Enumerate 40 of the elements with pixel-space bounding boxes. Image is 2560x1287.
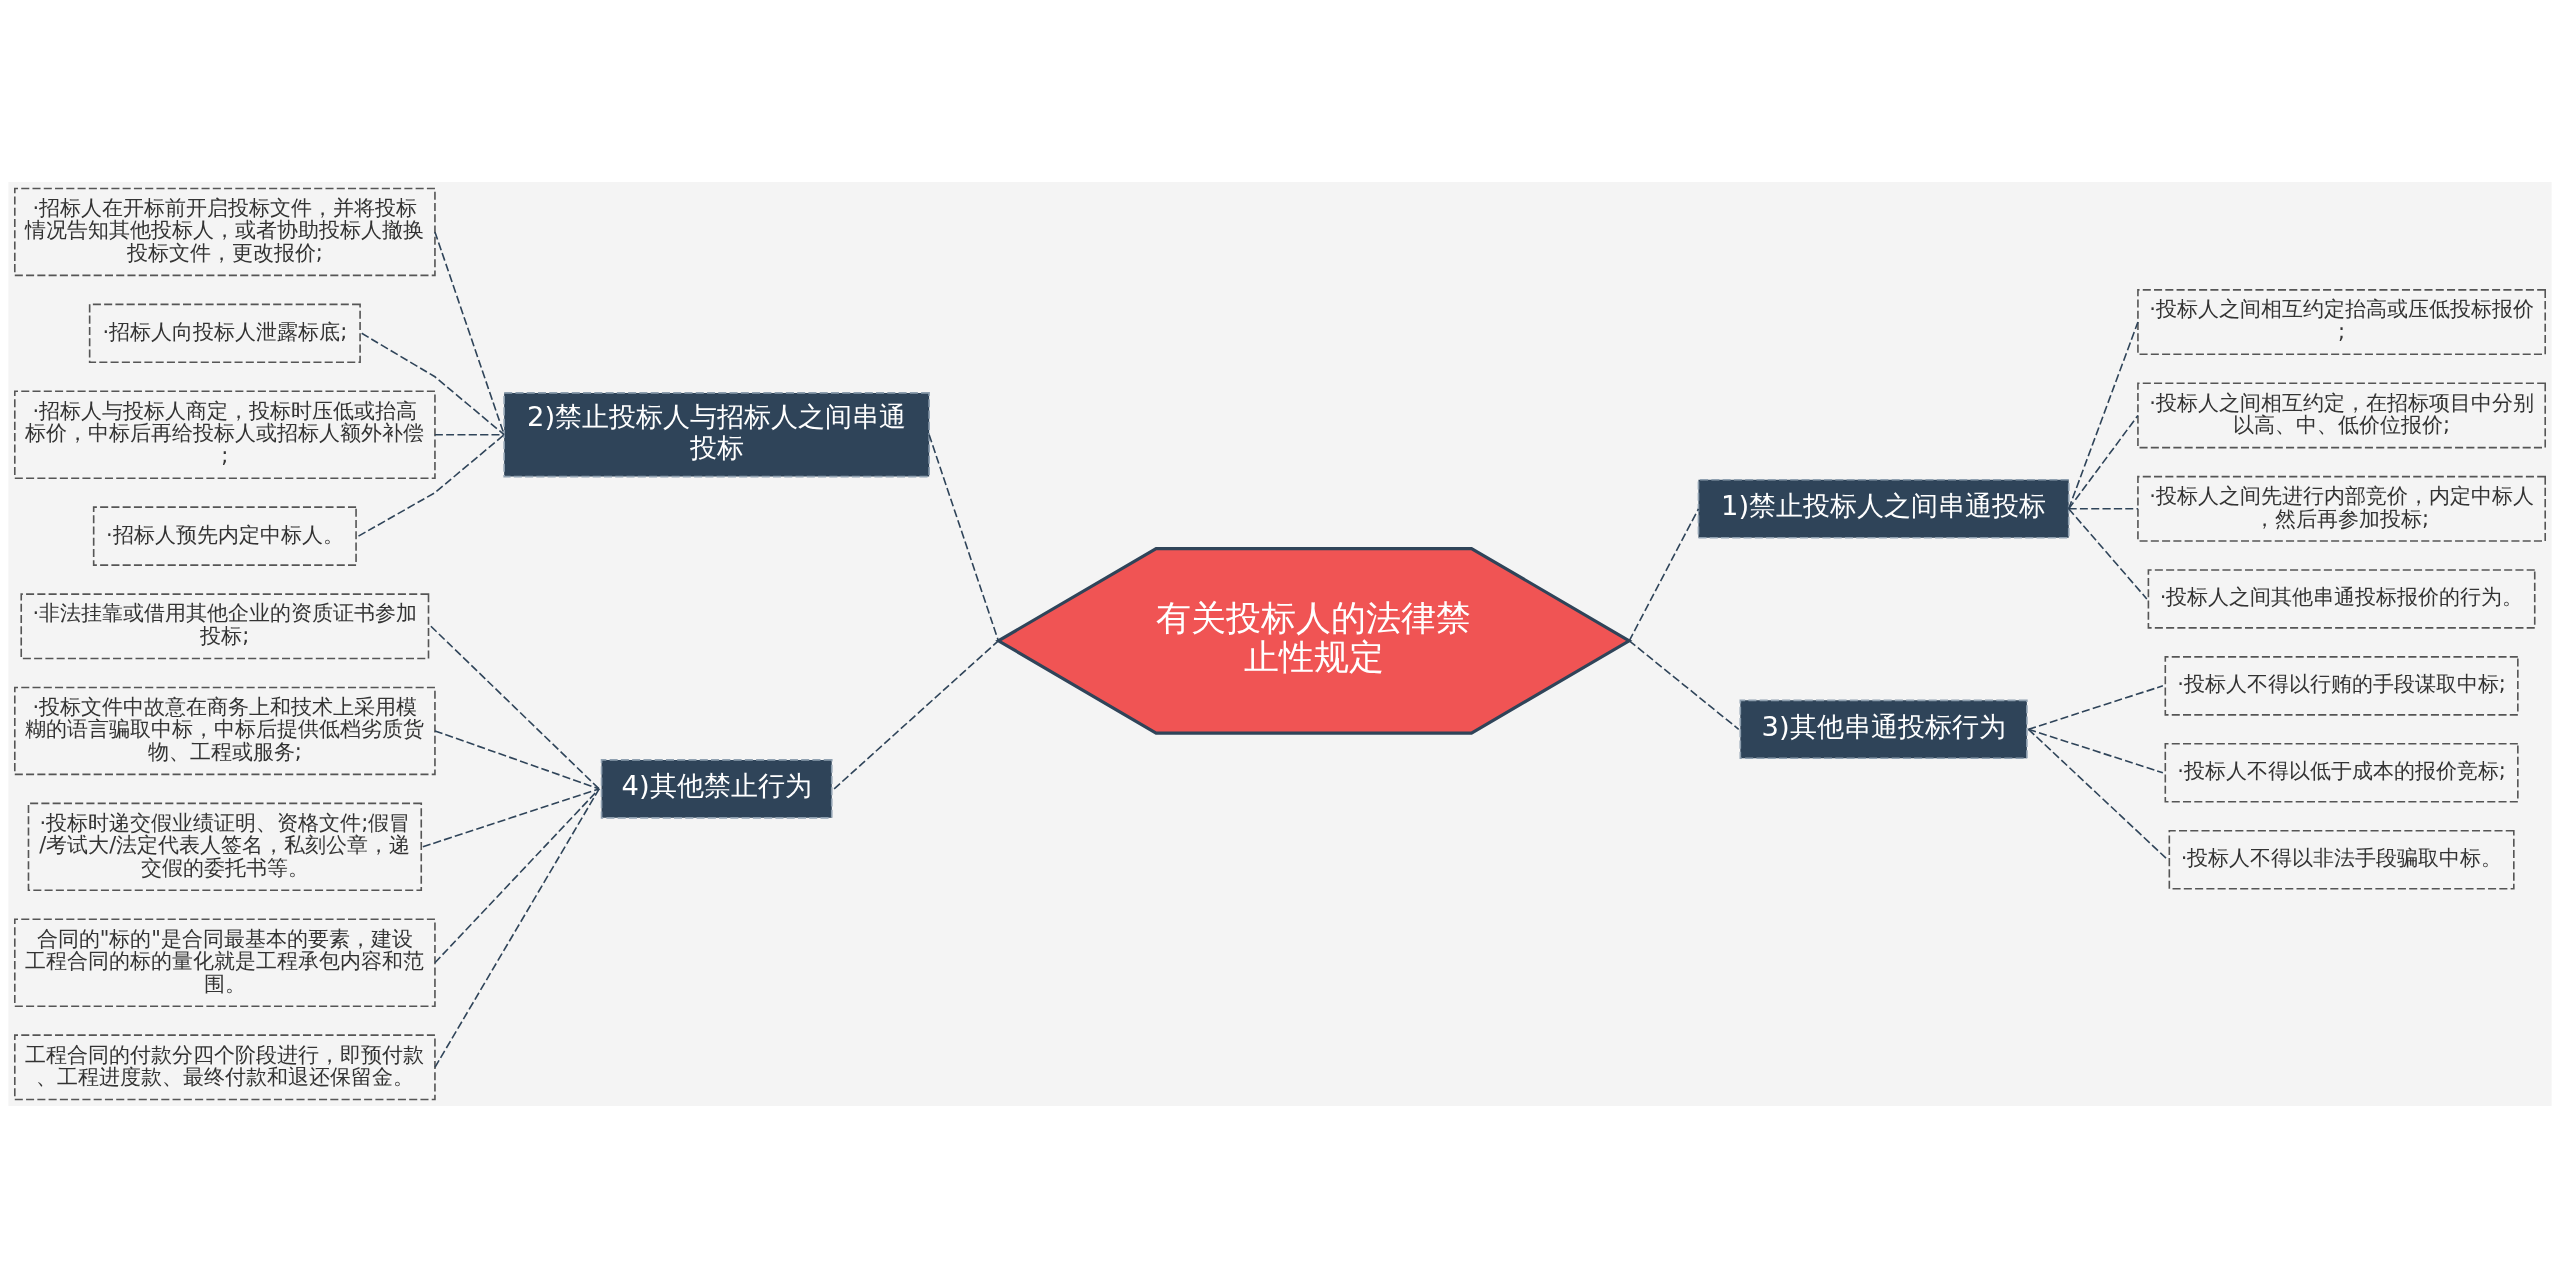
- node-box: ·非法挂靠或借用其他企业的资质证书参加投标;: [20, 592, 430, 659]
- node-box: ·投标人之间相互约定，在招标项目中分别以高、中、低价位报价;: [2137, 381, 2546, 448]
- node-box: ·投标时递交假业绩证明、资格文件;假冒/考试大/法定代表人签名，私刻公章，递交假的委托书等。: [27, 802, 423, 891]
- connector: [357, 433, 505, 537]
- connector: [434, 787, 600, 1068]
- node-box: 4)其他禁止行为: [600, 758, 833, 819]
- node-box: 2)禁止投标人与招标人之间串通投标: [503, 391, 930, 477]
- connector: [2027, 728, 2169, 860]
- connector: [434, 433, 505, 436]
- node-box: ·招标人在开标前开启投标文件，并将投标情况告知其他投标人，或者协助投标人撤换投标文件，更改报价;: [14, 187, 436, 276]
- node-box: ·投标人不得以低于成本的报价竞标;: [2164, 742, 2519, 803]
- node-box: 合同的"标的"是合同最基本的要素，建设工程合同的标的量化就是工程承包内容和范围。: [14, 917, 436, 1007]
- node-box: ·投标人不得以非法手段骗取中标。: [2168, 829, 2515, 889]
- connector: [360, 332, 505, 436]
- connector: [430, 625, 600, 790]
- node-box: 1)禁止投标人之间串通投标: [1697, 478, 2070, 539]
- node-box: ·投标人之间其他串通投标报价的行为。: [2147, 568, 2536, 629]
- connector: [1628, 639, 1740, 730]
- node-box: ·招标人与投标人商定，投标时压低或抬高标价，中标后再给投标人或招标人额外补偿;: [14, 389, 436, 479]
- node-box: ·投标人之间先进行内部竞价，内定中标人，然后再参加投标;: [2137, 475, 2546, 542]
- node-box: ·投标人不得以行贿的手段谋取中标;: [2164, 655, 2519, 716]
- connector: [422, 787, 600, 848]
- connector: [2027, 728, 2164, 774]
- connector: [2027, 684, 2164, 730]
- connector: [434, 787, 600, 964]
- connector: [928, 433, 1000, 642]
- connector: [434, 729, 600, 790]
- connector: [1628, 507, 1700, 642]
- node-box: ·投标人之间相互约定抬高或压低投标报价;: [2137, 288, 2546, 355]
- node-box: 3)其他串通投标行为: [1739, 699, 2028, 759]
- connector: [2067, 507, 2139, 510]
- node-box: ·招标人向投标人泄露标底;: [88, 303, 361, 363]
- node-box: ·招标人预先内定中标人。: [92, 505, 357, 566]
- node-box: 工程合同的付款分四个阶段进行，即预付款、工程进度款、最终付款和退还保留金。: [14, 1033, 436, 1100]
- connector: [434, 230, 505, 436]
- connector: [833, 639, 1000, 790]
- connector: [2067, 507, 2148, 600]
- node-box: ·投标文件中故意在商务上和技术上采用模糊的语言骗取中标，中标后提供低档劣质货物、工程或服务;: [14, 686, 436, 775]
- connector: [2067, 320, 2139, 510]
- connector: [2067, 414, 2139, 510]
